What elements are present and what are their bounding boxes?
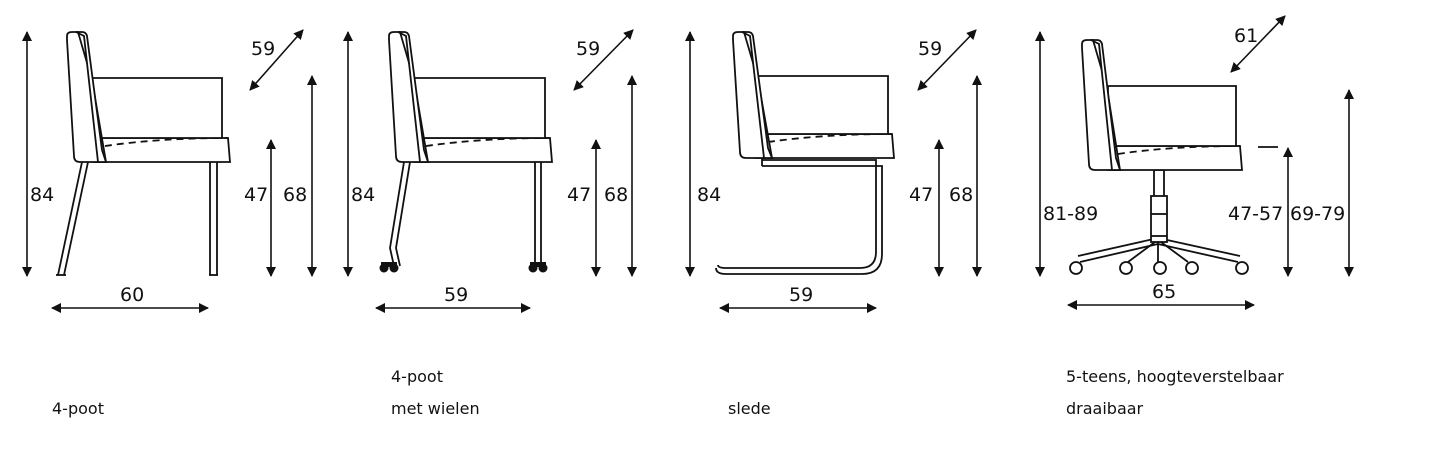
width-label: 60 [120, 284, 144, 306]
seat-height-label: 47-57 [1228, 203, 1283, 225]
width-label: 65 [1152, 281, 1176, 303]
variant-four-leg: 84 60 59 47 68 4-poot [22, 29, 317, 418]
depth-label: 59 [918, 38, 942, 60]
castor-icon [1235, 261, 1249, 275]
castor-icon [1119, 261, 1133, 275]
depth-arrow [1230, 15, 1286, 73]
caption-line-1: 4-poot [391, 367, 443, 386]
depth-label: 59 [576, 38, 600, 60]
width-label: 59 [789, 284, 813, 306]
depth-label: 59 [251, 38, 275, 60]
caption-line-2: draaibaar [1066, 399, 1144, 418]
height-label: 84 [697, 184, 721, 206]
depth-arrow [573, 29, 634, 91]
arm-height-label: 69-79 [1290, 203, 1345, 225]
castor-icon [1153, 261, 1167, 275]
depth-label: 61 [1234, 25, 1258, 47]
seat-height-label: 47 [244, 184, 268, 206]
castor-icon [1185, 261, 1199, 275]
chair-four-leg-drawing [56, 31, 231, 276]
height-label: 84 [351, 184, 375, 206]
chair-swivel-drawing [1069, 39, 1278, 275]
chair-sled-drawing [715, 31, 895, 275]
arm-height-label: 68 [283, 184, 307, 206]
caption-line-2: met wielen [391, 399, 480, 418]
caption-line-2: slede [728, 399, 771, 418]
arm-height-label: 68 [949, 184, 973, 206]
variant-swivel: 81-89 65 61 47-57 69-79 5-teens, hoogtev… [1035, 15, 1354, 418]
width-label: 59 [444, 284, 468, 306]
height-label: 81-89 [1043, 203, 1098, 225]
variant-four-leg-wheels: 84 59 59 47 68 4-poot met wielen [343, 29, 637, 418]
chair-four-leg-wheels-drawing [379, 31, 553, 273]
caption-line-2: 4-poot [52, 399, 104, 418]
height-label: 84 [30, 184, 54, 206]
seat-height-label: 47 [909, 184, 933, 206]
depth-arrow [917, 29, 977, 91]
depth-arrow [249, 29, 304, 91]
castor-icon [1069, 261, 1083, 275]
wheel-icon [528, 262, 548, 273]
wheel-icon [379, 262, 399, 273]
variant-sled: 84 59 59 47 68 slede [685, 29, 982, 418]
arm-height-label: 68 [604, 184, 628, 206]
seat-height-label: 47 [567, 184, 591, 206]
caption-line-1: 5-teens, hoogteverstelbaar [1066, 367, 1284, 386]
